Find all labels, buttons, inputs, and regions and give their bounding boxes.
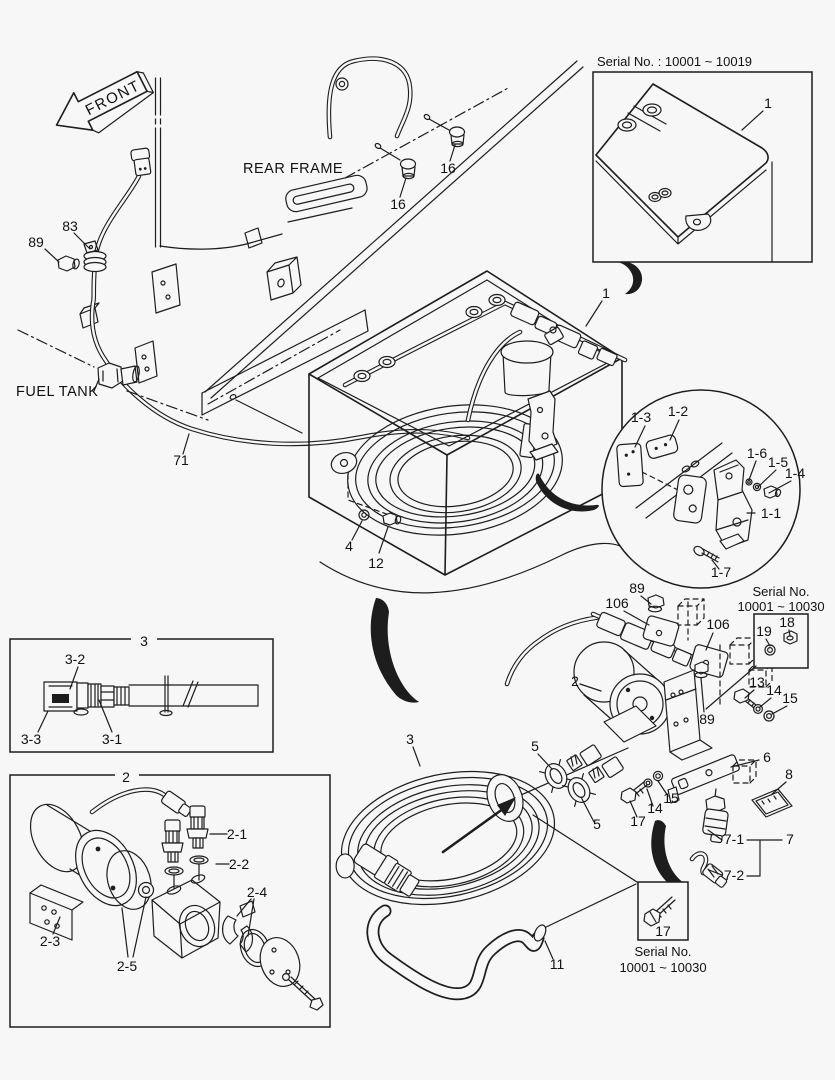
part-label-1-1: 1-1 [761,505,781,521]
part-label-15-a: 15 [782,690,798,706]
part-label-7-2: 7-2 [724,867,744,883]
flow-arrow-top [617,261,643,295]
sensor-7-1 [702,788,729,844]
bracket-6 [671,754,740,795]
part-label-1-5: 1-5 [768,454,788,470]
part-label-89-a: 89 [28,234,44,250]
part-label-7-1: 7-1 [724,831,744,847]
part-label-2-4: 2-4 [247,884,267,900]
wire-7-2 [689,851,728,888]
part-label-71: 71 [173,452,189,468]
part-label-14-b: 14 [647,800,663,816]
fuel-tank-cap [97,362,140,389]
hose-assembly-3: 3 [335,731,638,930]
part-label-1-7: 1-7 [711,564,731,580]
part-label-19: 19 [756,623,772,639]
part-label-106-b: 106 [706,616,730,632]
part-label-89-top: 89 [629,580,645,596]
part-label-17-box: 17 [655,923,671,939]
rim-bolts [353,293,506,383]
part-label-83: 83 [62,218,78,234]
clamp-5-b [562,773,596,807]
bolt-16-a [448,126,466,162]
part-label-3-2: 3-2 [65,651,85,667]
serial-inset-mid: Serial No. 10001 ~ 10030 19 18 [705,584,825,710]
serial-top-label: Serial No. : 10001 ~ 10019 [597,54,752,69]
part-label-6: 6 [763,749,771,765]
part-label-3-3: 3-3 [21,731,41,747]
part-label-2-2: 2-2 [229,856,249,872]
part-label-1-4: 1-4 [785,465,805,481]
connector [130,147,152,177]
part-label-7: 7 [786,831,794,847]
inset-box-2: 2 2-1 2-2 2-4 2-3 2-5 [9,768,331,1028]
detail-circle: 1-3 1-2 1-6 1-5 1-4 1-1 1-7 [601,389,805,589]
bolt-89-a [57,255,80,272]
part-label-16-b: 16 [390,196,406,212]
pump-assembly-2: Serial No. 10001 ~ 10030 19 18 [504,580,825,888]
sweep-arc [319,542,632,594]
inset-box-3: 3 3-2 3-3 3-1 [9,632,274,753]
pipe-couplers [510,301,618,367]
rear-frame-drawing [79,56,584,434]
part-label-1: 1 [602,285,610,301]
inset-bolts [617,103,672,203]
callout-labels: 83 89 16 16 71 4 12 [28,160,456,571]
part-label-3-box: 3 [140,633,148,649]
fuel-tank-drawing [308,270,628,576]
part-label-4: 4 [345,538,353,554]
fitting-2-1-right [186,805,209,849]
plate-8 [751,788,793,818]
part-label-16-a: 16 [440,160,456,176]
part-label-89-c: 89 [699,711,715,727]
part-label-1-6: 1-6 [747,445,767,461]
serial-inset-bottom: 17 Serial No. 10001 ~ 10030 [619,881,707,975]
part-label-2-3: 2-3 [40,933,60,949]
flow-arrow-bottom [651,820,684,886]
part-label-2-5: 2-5 [117,958,137,974]
serial-bot-line2: 10001 ~ 10030 [619,960,706,975]
part-label-13: 13 [749,674,765,690]
bolt-16-b [399,158,417,198]
part-label-12: 12 [368,555,384,571]
pump-fittings [566,744,624,783]
clamp-5-a [539,759,573,793]
part-label-11: 11 [550,956,565,972]
part-label-14-a: 14 [766,682,782,698]
serial-inset-top: Serial No. : 10001 ~ 10019 1 [592,54,813,263]
part-label-1-inset: 1 [764,95,772,111]
flow-arrow-circle [535,473,599,512]
serial-mid-line1: Serial No. [752,584,809,599]
part-label-15-b: 15 [663,790,679,806]
fuel-hose-71 [57,147,471,447]
part-label-5-b: 5 [593,816,601,832]
part-label-18: 18 [779,614,795,630]
part-label-2-box: 2 [122,769,130,785]
hose-11: 11 [366,904,565,1001]
hose-fitting [335,843,420,897]
part-label-1-2: 1-2 [668,403,688,419]
part-label-106-a: 106 [605,595,629,611]
rear-frame-label: REAR FRAME [243,161,343,177]
bracket-1-1 [713,459,753,550]
part-label-1-3: 1-3 [631,409,651,425]
serial-bot-line1: Serial No. [634,944,691,959]
flow-arrow-mid [370,598,419,703]
tank-bracket [519,390,559,461]
part-label-3: 3 [406,731,414,747]
part-label-3-1: 3-1 [102,731,122,747]
part-label-5-a: 5 [531,738,539,754]
front-arrow: FRONT [55,70,154,134]
part-label-2-1: 2-1 [227,826,247,842]
fuel-tank-label: FUEL TANK [16,384,98,400]
part-label-2: 2 [571,673,579,689]
part-label-8: 8 [785,766,793,782]
serial-mid-line2: 10001 ~ 10030 [737,599,824,614]
screw-1-7 [693,545,720,563]
part-label-17-a: 17 [630,813,646,829]
fitting-2-1-left [161,819,184,863]
